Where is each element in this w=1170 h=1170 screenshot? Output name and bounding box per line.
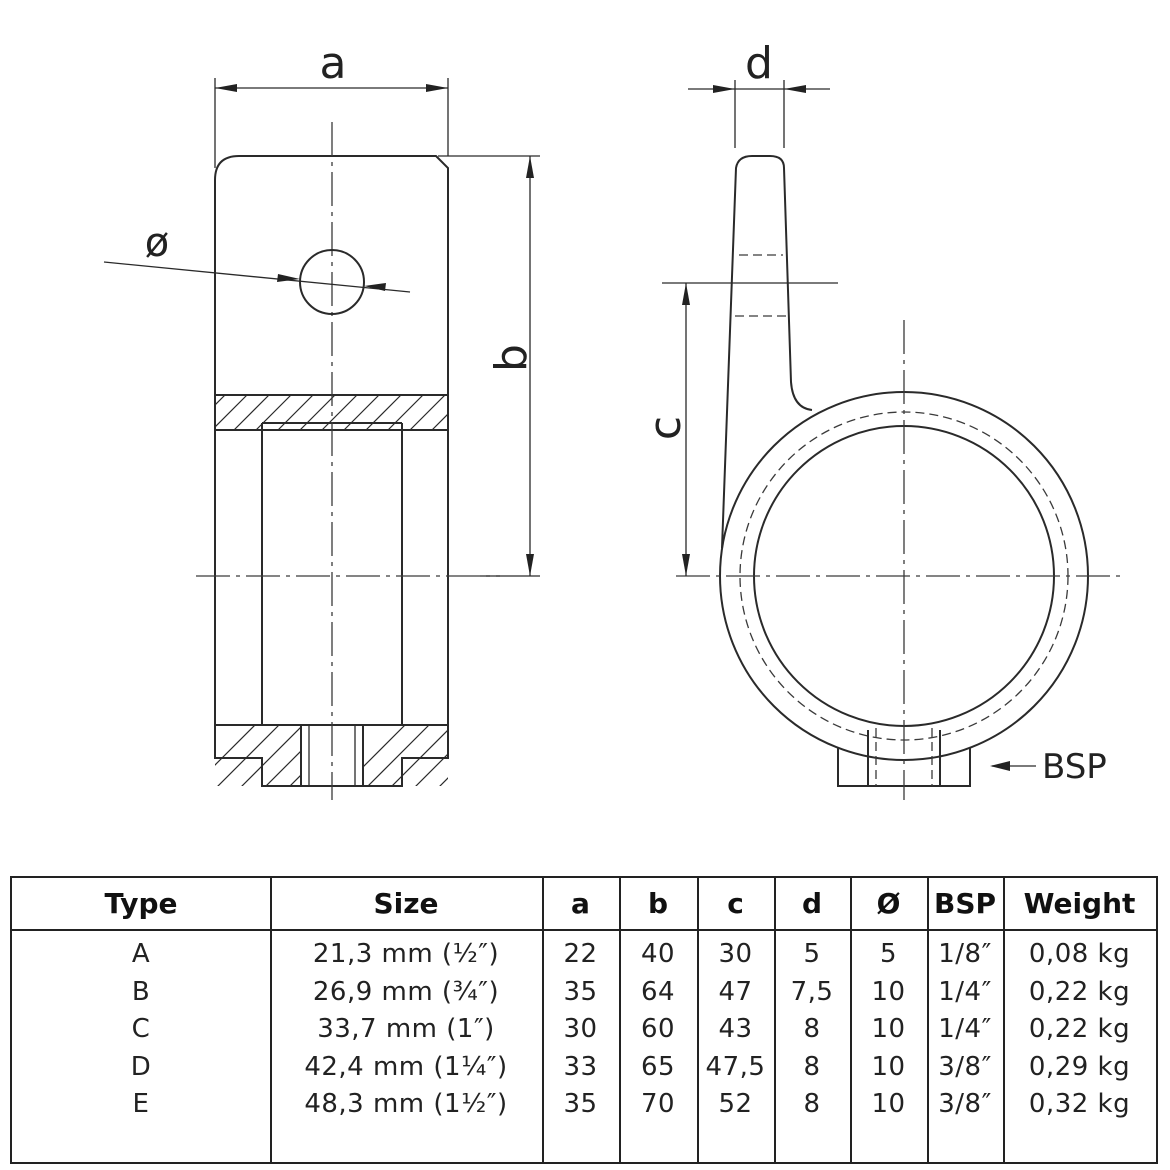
header-diameter: Ø (876, 887, 901, 920)
cell-b: 60 (640, 1014, 676, 1044)
front-view: a (103, 38, 540, 800)
header-a: a (571, 887, 590, 920)
cell-a: 35 (563, 976, 598, 1007)
cell-diameter: 10 (871, 1051, 906, 1082)
label-d: d (745, 38, 773, 89)
column-divider (697, 878, 699, 1162)
side-view: d c BSP (640, 38, 1126, 800)
cell-d: 7,5 (790, 976, 834, 1007)
cell-diameter: 5 (879, 939, 898, 969)
cell-weight: 0,22 kg (1028, 976, 1131, 1007)
header-d: d (801, 887, 823, 920)
cell-size: 26,9 mm (¾″) (312, 976, 500, 1007)
cell-diameter: 10 (871, 1089, 906, 1119)
header-size: Size (373, 887, 439, 920)
cell-type: C (131, 1014, 151, 1044)
specification-table: Type Size a b c d Ø BSP Weight A 21,3 mm (½″) 22 40… (10, 876, 1158, 1164)
bsp-callout: BSP (990, 747, 1107, 787)
header-weight: Weight (1023, 887, 1136, 920)
label-diameter: ø (145, 220, 169, 266)
column-divider (927, 878, 929, 1162)
cell-c: 47,5 (705, 1051, 766, 1082)
label-a: a (320, 38, 347, 89)
cell-a: 33 (563, 1051, 598, 1082)
cell-d: 8 (803, 1089, 821, 1119)
dimension-b: b (438, 155, 540, 577)
cell-type: E (132, 1089, 150, 1119)
cell-a: 30 (563, 1014, 598, 1044)
cell-type: A (131, 939, 151, 969)
label-bsp: BSP (1042, 747, 1107, 787)
cell-d: 8 (803, 1014, 821, 1044)
cell-size: 33,7 mm (1″) (317, 1014, 495, 1044)
cell-weight: 0,22 kg (1028, 1014, 1131, 1044)
cell-diameter: 10 (871, 1014, 906, 1044)
technical-drawing: a (103, 38, 1126, 800)
cell-d: 8 (803, 1051, 821, 1082)
cell-b: 70 (640, 1089, 676, 1119)
cell-weight: 0,08 kg (1028, 939, 1131, 969)
cell-c: 30 (718, 939, 753, 969)
cell-a: 35 (563, 1089, 598, 1119)
dimension-a: a (214, 38, 449, 168)
label-c: c (640, 416, 691, 440)
cell-type: B (131, 976, 151, 1007)
cell-bsp: 1/4″ (938, 976, 992, 1007)
cell-bsp: 1/4″ (938, 1014, 992, 1044)
column-divider (270, 878, 272, 1162)
cell-size: 42,4 mm (1¼″) (304, 1051, 508, 1082)
cell-weight: 0,29 kg (1028, 1051, 1131, 1082)
header-bsp: BSP (933, 887, 997, 920)
cell-type: D (130, 1051, 152, 1082)
cell-d: 5 (803, 939, 821, 969)
cell-b: 40 (640, 939, 676, 969)
column-divider (542, 878, 544, 1162)
cell-bsp: 3/8″ (938, 1089, 992, 1119)
cell-a: 22 (563, 939, 598, 969)
column-divider (774, 878, 776, 1162)
label-b: b (486, 344, 537, 372)
cell-c: 43 (718, 1014, 753, 1044)
cell-b: 64 (640, 976, 676, 1007)
header-type: Type (104, 887, 178, 920)
cell-size: 21,3 mm (½″) (312, 939, 500, 969)
dimension-c: c (640, 283, 691, 576)
column-divider (619, 878, 621, 1162)
cell-c: 52 (718, 1089, 753, 1119)
cell-b: 65 (640, 1051, 676, 1082)
header-b: b (647, 887, 669, 920)
cell-size: 48,3 mm (1½″) (304, 1089, 508, 1119)
header-c: c (727, 887, 744, 920)
column-divider (850, 878, 852, 1162)
cell-bsp: 1/8″ (938, 939, 992, 969)
cell-bsp: 3/8″ (938, 1051, 992, 1082)
header-divider (12, 929, 1156, 931)
cell-diameter: 10 (871, 976, 906, 1007)
cell-weight: 0,32 kg (1028, 1089, 1131, 1119)
cell-c: 47 (718, 976, 753, 1007)
column-divider (1003, 878, 1005, 1162)
dimension-d: d (688, 38, 830, 148)
